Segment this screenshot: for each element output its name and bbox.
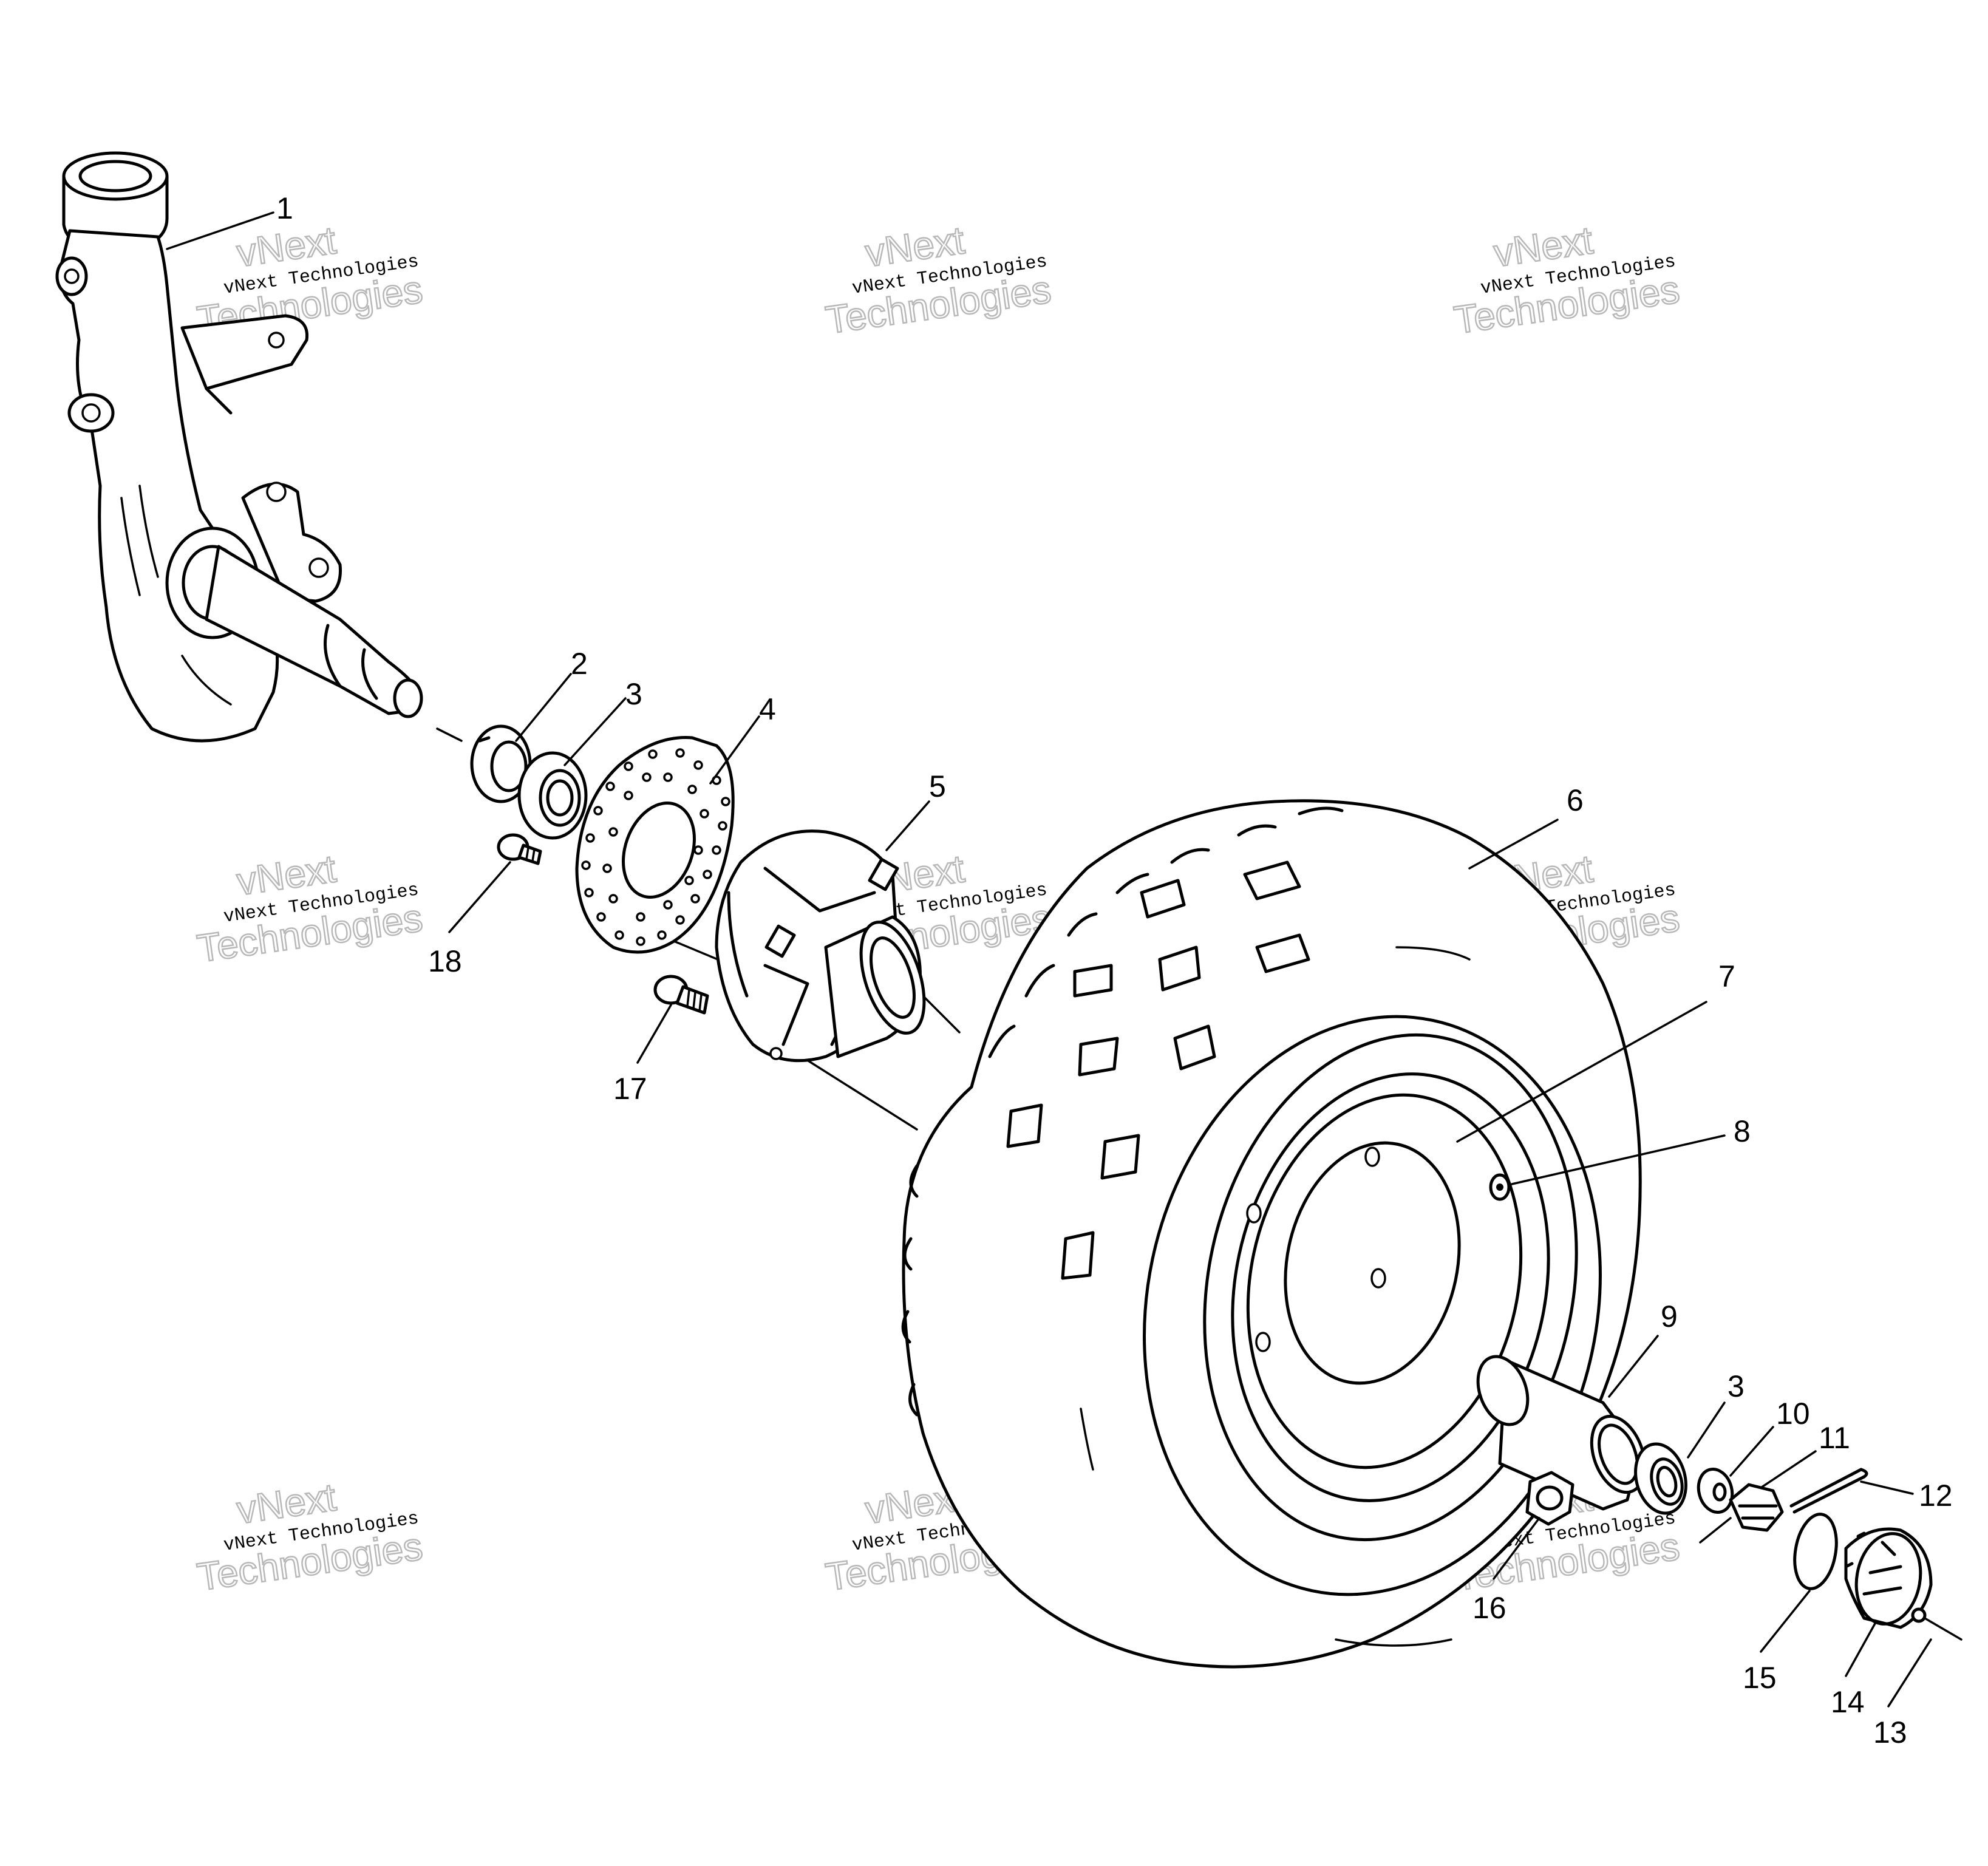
disc-screw <box>497 833 542 865</box>
steering-knuckle <box>55 151 423 743</box>
watermark-mid-left: vNext vNext Technologies Technologies <box>194 846 426 972</box>
bearing-inner <box>517 751 588 840</box>
callout-10: 10 <box>1776 1397 1810 1431</box>
callout-8: 8 <box>1734 1114 1751 1148</box>
callout-leaders <box>166 211 1932 1708</box>
callout-12: 12 <box>1919 1479 1953 1513</box>
valve-stem <box>1489 1173 1511 1201</box>
callout-11: 11 <box>1819 1421 1850 1455</box>
brake-disc <box>575 736 735 954</box>
brake-disc-holes <box>581 748 730 946</box>
callout-15: 15 <box>1743 1661 1777 1695</box>
washer <box>1697 1468 1734 1514</box>
callout-1: 1 <box>276 191 293 225</box>
o-ring <box>1793 1513 1838 1590</box>
bearing-outer <box>1634 1442 1687 1515</box>
tire-tread-blocks <box>1006 860 1310 1280</box>
spacer-sleeve <box>1476 1355 1647 1511</box>
hub-cap <box>1844 1527 1933 1629</box>
callout-13: 13 <box>1873 1715 1907 1749</box>
callout-2: 2 <box>571 647 588 681</box>
watermark-bottom-left: vNext vNext Technologies Technologies <box>194 1474 426 1600</box>
castle-nut <box>1729 1483 1784 1532</box>
callout-numbers: 1 2 3 4 5 6 7 8 9 3 10 11 12 13 14 15 16… <box>276 191 1953 1749</box>
watermark-top-center: vNext vNext Technologies Technologies <box>822 217 1054 343</box>
lug-nut <box>1525 1471 1574 1526</box>
callout-9: 9 <box>1661 1299 1678 1333</box>
callout-7: 7 <box>1718 959 1735 993</box>
watermarks: vNext vNext Technologies Technologies vN… <box>194 217 1683 1600</box>
watermark-top-right: vNext vNext Technologies Technologies <box>1451 217 1683 343</box>
cotter-pin <box>1789 1468 1868 1514</box>
callout-14: 14 <box>1831 1685 1865 1719</box>
callout-18: 18 <box>428 944 462 978</box>
tire <box>901 799 1642 1669</box>
callout-17: 17 <box>613 1072 647 1106</box>
callout-16: 16 <box>1472 1591 1506 1625</box>
callout-4: 4 <box>759 692 776 726</box>
wheel-hub <box>715 829 926 1063</box>
callout-3-lower: 3 <box>1728 1369 1745 1403</box>
callout-3-upper: 3 <box>625 677 642 711</box>
callout-6: 6 <box>1567 783 1584 817</box>
callout-5: 5 <box>929 769 946 803</box>
hub-cap-screw <box>1911 1607 1962 1641</box>
stud-bolt <box>653 975 709 1015</box>
